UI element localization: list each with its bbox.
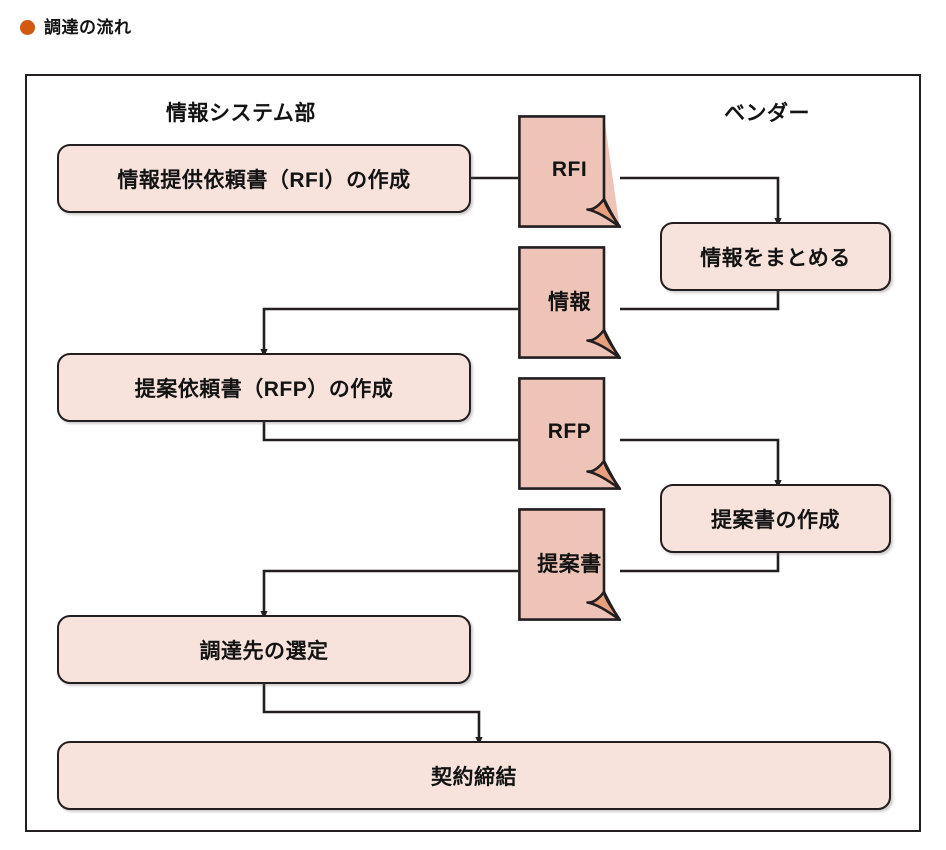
process-box-rfp-create[interactable]: 提案依頼書（RFP）の作成: [57, 353, 471, 422]
document-shape-rfp[interactable]: RFP: [518, 377, 621, 490]
process-box-label: 調達先の選定: [199, 639, 329, 663]
document-shape-rfi[interactable]: RFI: [518, 115, 621, 228]
bullet-icon: [20, 20, 35, 35]
process-box-label: 情報提供依頼書（RFI）の作成: [117, 168, 411, 192]
process-box-label: 情報をまとめる: [700, 246, 851, 270]
process-box-proposal-create[interactable]: 提案書の作成: [660, 484, 891, 553]
document-label: 情報: [548, 290, 591, 314]
page-title: 調達の流れ: [20, 19, 132, 36]
column-header-vendor: ベンダー: [724, 102, 810, 125]
process-box-gather-info[interactable]: 情報をまとめる: [660, 222, 891, 291]
document-label: RFP: [547, 419, 592, 443]
document-label: 提案書: [537, 552, 602, 576]
process-box-rfi-create[interactable]: 情報提供依頼書（RFI）の作成: [57, 144, 471, 213]
process-box-select-vendor[interactable]: 調達先の選定: [57, 615, 471, 684]
process-box-contract[interactable]: 契約締結: [57, 741, 891, 810]
process-box-label: 提案依頼書（RFP）の作成: [134, 377, 394, 401]
document-label: RFI: [551, 157, 588, 181]
column-header-internal: 情報システム部: [166, 102, 316, 125]
process-box-label: 契約締結: [431, 765, 517, 789]
page-title-label: 調達の流れ: [44, 18, 132, 37]
process-box-label: 提案書の作成: [711, 508, 840, 532]
document-shape-proposal[interactable]: 提案書: [518, 508, 621, 621]
document-shape-info[interactable]: 情報: [518, 246, 621, 359]
